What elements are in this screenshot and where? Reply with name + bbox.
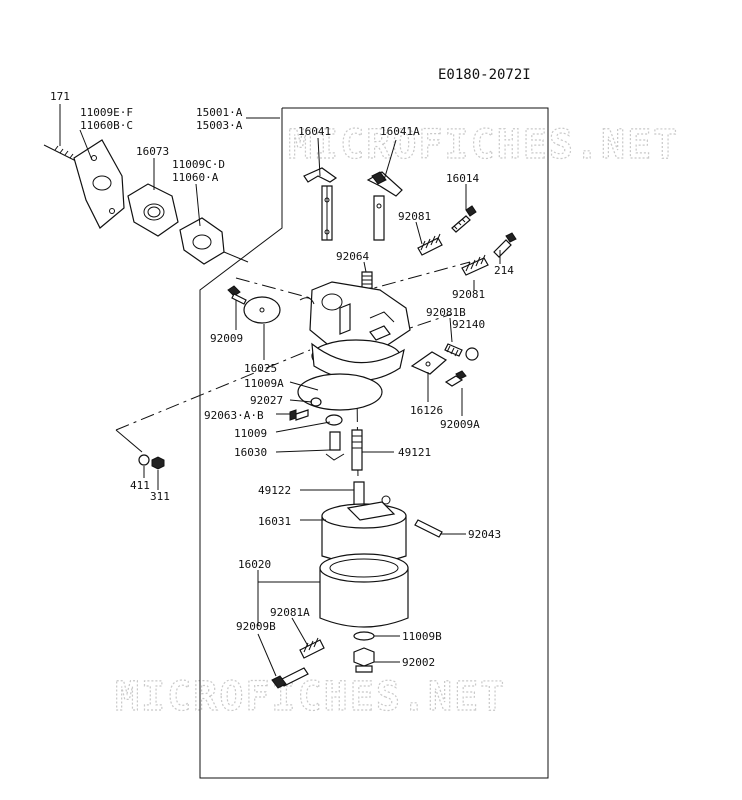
part-16041A-choke-lever xyxy=(366,171,403,241)
center-line-left xyxy=(115,349,311,431)
label-49122: 49122 xyxy=(258,484,291,497)
part-16014-screw xyxy=(451,205,477,233)
label-16030: 16030 xyxy=(234,446,267,459)
label-92009B: 92009B xyxy=(236,620,276,633)
part-311-nut xyxy=(151,456,165,470)
part-16031-float xyxy=(321,495,407,564)
label-16126: 16126 xyxy=(410,404,443,417)
label-92027: 92027 xyxy=(250,394,283,407)
label-92081-top: 92081 xyxy=(398,210,431,223)
part-11009B-washer xyxy=(353,631,375,641)
part-16030-float-valve xyxy=(325,431,345,461)
part-92009B-screw xyxy=(271,667,309,689)
label-171: 171 xyxy=(50,90,70,103)
part-11009C-gasket xyxy=(179,217,225,265)
part-92081-spring-mid xyxy=(461,254,489,276)
part-16073-insulator xyxy=(127,183,179,237)
part-92140-ball xyxy=(465,347,479,361)
part-16020-float-bowl xyxy=(319,553,409,628)
part-92027-washer xyxy=(310,397,322,407)
part-411-washer xyxy=(138,454,150,466)
label-92009A: 92009A xyxy=(440,418,480,431)
label-16073: 16073 xyxy=(136,145,169,158)
part-16025-throttle-valve xyxy=(243,296,281,324)
label-311: 311 xyxy=(150,490,170,503)
label-16014: 16014 xyxy=(446,172,479,185)
label-92043: 92043 xyxy=(468,528,501,541)
part-16041-throttle-shaft xyxy=(303,167,338,241)
label-11009: 11009 xyxy=(234,427,267,440)
label-92009: 92009 xyxy=(210,332,243,345)
label-15003-A: 15003·A xyxy=(196,119,243,132)
label-11060-A: 11060·A xyxy=(172,171,219,184)
part-171-stud xyxy=(43,144,79,163)
part-11009A-gasket xyxy=(297,373,383,411)
label-11009A: 11009A xyxy=(244,377,284,390)
assembly-boundary xyxy=(199,107,549,779)
label-214: 214 xyxy=(494,264,514,277)
part-11009-washer xyxy=(325,414,343,426)
label-92081-mid: 92081 xyxy=(452,288,485,301)
label-16041A: 16041A xyxy=(380,125,420,138)
part-92081A-spring xyxy=(299,637,325,659)
part-92043-pin xyxy=(414,519,443,538)
label-92140: 92140 xyxy=(452,318,485,331)
center-line-screw xyxy=(329,261,471,301)
watermark-top: MICROFICHES.NET xyxy=(288,122,679,168)
label-11060B-C: 11060B·C xyxy=(80,119,133,132)
watermark-bottom: MICROFICHES.NET xyxy=(115,674,506,720)
label-49121: 49121 xyxy=(398,446,431,459)
part-92009-screw xyxy=(227,285,247,305)
label-92081B: 92081B xyxy=(426,306,466,319)
document-code: E0180-2072I xyxy=(438,67,531,83)
carburetor-body xyxy=(299,281,411,382)
part-16126-choke-valve xyxy=(410,351,448,375)
part-92081-spring-top xyxy=(417,233,443,256)
center-line-intake xyxy=(235,277,319,301)
label-92002: 92002 xyxy=(402,656,435,669)
part-92002-drain-bolt xyxy=(353,647,375,673)
part-214-screw xyxy=(493,232,517,258)
label-15001-A: 15001·A xyxy=(196,106,243,119)
part-92081B-spring xyxy=(444,343,463,357)
label-11009B: 11009B xyxy=(402,630,442,643)
part-92009A-screw xyxy=(444,370,467,387)
part-11009E-gasket xyxy=(73,139,125,229)
label-16020: 16020 xyxy=(238,558,271,571)
part-92063-screw xyxy=(289,409,309,421)
part-49121-main-jet xyxy=(351,429,363,471)
leader-lines xyxy=(59,104,501,677)
label-92081A: 92081A xyxy=(270,606,310,619)
label-16031: 16031 xyxy=(258,515,291,528)
label-11009C-D: 11009C·D xyxy=(172,158,225,171)
label-92064: 92064 xyxy=(336,250,369,263)
label-16025: 16025 xyxy=(244,362,277,375)
label-11009E-F: 11009E·F xyxy=(80,106,133,119)
label-92063-A-B: 92063·A·B xyxy=(204,409,264,422)
label-16041: 16041 xyxy=(298,125,331,138)
label-411: 411 xyxy=(130,479,150,492)
